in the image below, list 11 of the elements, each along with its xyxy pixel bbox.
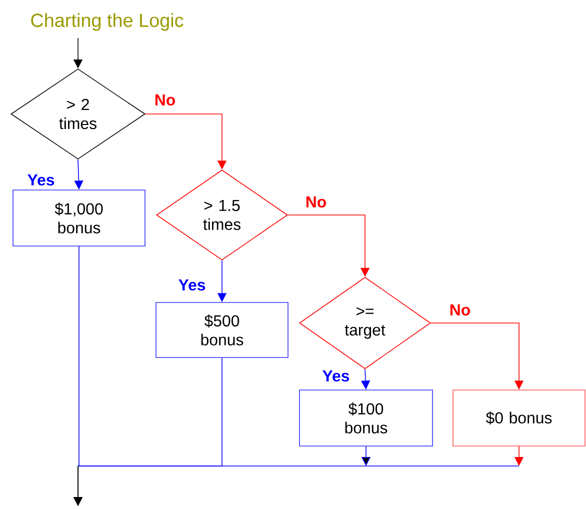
process-box: $100 bonus	[299, 390, 433, 446]
edge-label: No	[153, 93, 177, 107]
process-box: $0 bonus	[452, 390, 586, 446]
process-box: $1,000 bonus	[12, 190, 146, 246]
edge-label: Yes	[26, 173, 56, 187]
title: Charting the Logic	[31, 13, 184, 31]
edge-label: Yes	[321, 369, 351, 383]
edge-label: No	[304, 195, 328, 209]
edge-label: Yes	[177, 278, 207, 292]
process-box: $500 bonus	[156, 302, 288, 358]
edge-label: No	[448, 303, 472, 317]
